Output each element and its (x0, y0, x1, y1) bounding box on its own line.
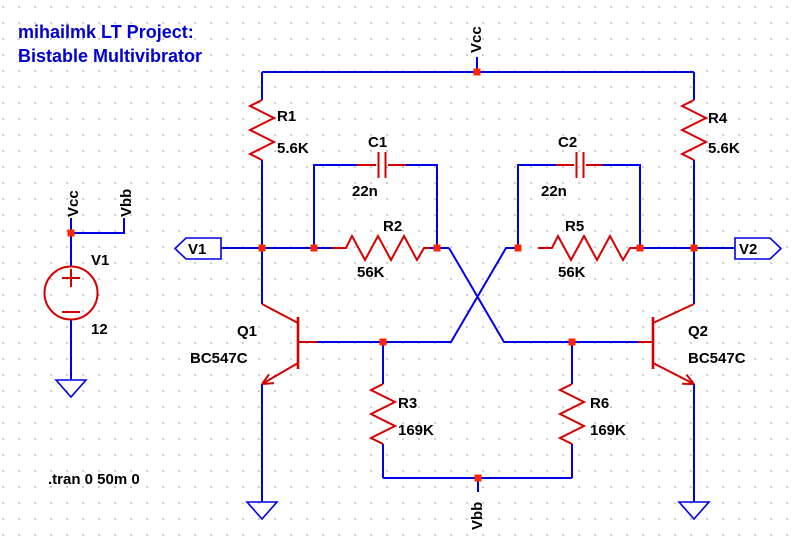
r5-ref[interactable]: R5 (565, 218, 584, 235)
ground-symbol-q1[interactable] (245, 501, 279, 521)
ground-symbol-v1[interactable] (54, 379, 88, 399)
v2-flag-shape[interactable] (734, 237, 783, 260)
q2-value[interactable]: BC547C (688, 350, 746, 367)
r3-value[interactable]: 169K (398, 422, 434, 439)
component-c1[interactable]: C1 22n (352, 134, 406, 200)
r5-resistor-symbol[interactable] (538, 233, 636, 263)
junction-dot (474, 474, 482, 482)
r2-value[interactable]: 56K (357, 264, 385, 281)
r6-resistor-symbol[interactable] (557, 383, 587, 445)
q1-ref[interactable]: Q1 (237, 323, 257, 340)
v1-value[interactable]: 12 (91, 321, 108, 338)
net-label-vcc-top[interactable]: Vcc (468, 26, 485, 53)
component-r3[interactable]: R3 169K (368, 383, 434, 445)
junction-dot (568, 338, 576, 346)
component-v1-source[interactable]: V1 12 (43, 252, 110, 338)
q2-ref[interactable]: Q2 (688, 323, 708, 340)
net-label-vcc-source[interactable]: Vcc (65, 190, 82, 217)
junction-dot (433, 244, 441, 252)
c2-ref[interactable]: C2 (558, 134, 577, 151)
spice-directive[interactable]: .tran 0 50m 0 (48, 471, 140, 488)
v1-flag-shape[interactable] (173, 237, 222, 260)
r6-ref[interactable]: R6 (590, 395, 609, 412)
output-flag-v1[interactable]: V1 (173, 237, 222, 260)
r2-ref[interactable]: R2 (383, 218, 402, 235)
r5-value[interactable]: 56K (558, 264, 586, 281)
r3-ref[interactable]: R3 (398, 395, 417, 412)
component-q2[interactable]: Q2 BC547C (638, 303, 746, 385)
component-c2[interactable]: C2 22n (541, 134, 602, 200)
title-line-2[interactable]: Bistable Multivibrator (18, 46, 202, 66)
junction-dot (690, 244, 698, 252)
r1-ref[interactable]: R1 (277, 108, 296, 125)
r4-resistor-symbol[interactable] (679, 99, 709, 161)
ground-symbol-q2[interactable] (677, 501, 711, 521)
net-label-vbb-bottom[interactable]: Vbb (469, 502, 486, 530)
output-flag-v2[interactable]: V2 (734, 237, 783, 260)
component-q1[interactable]: Q1 BC547C (190, 303, 317, 385)
component-r6[interactable]: R6 169K (557, 383, 626, 445)
v1-plus-icon (62, 269, 80, 287)
c1-capacitor-symbol[interactable] (357, 152, 406, 178)
junction-dot (379, 338, 387, 346)
q2-npn-symbol[interactable] (638, 303, 695, 385)
junction-dot (514, 244, 522, 252)
component-r5[interactable]: R5 56K (538, 218, 636, 281)
r3-resistor-symbol[interactable] (368, 383, 398, 445)
junction-dot (258, 244, 266, 252)
component-r1[interactable]: R1 5.6K (247, 99, 309, 161)
junction-dot (473, 68, 481, 76)
title-line-1[interactable]: mihailmk LT Project: (18, 22, 194, 42)
schematic-title[interactable]: mihailmk LT Project: Bistable Multivibra… (18, 22, 202, 66)
r4-value[interactable]: 5.6K (708, 140, 740, 157)
net-label-vbb-source[interactable]: Vbb (118, 189, 135, 217)
r4-ref[interactable]: R4 (708, 110, 728, 127)
v1-source-circle[interactable] (43, 265, 99, 321)
r1-value[interactable]: 5.6K (277, 140, 309, 157)
c2-capacitor-symbol[interactable] (556, 152, 602, 178)
junction-dot (67, 229, 75, 237)
q1-value[interactable]: BC547C (190, 350, 248, 367)
r6-value[interactable]: 169K (590, 422, 626, 439)
v2-flag-label[interactable]: V2 (739, 241, 757, 258)
r1-resistor-symbol[interactable] (247, 99, 277, 161)
junction-dot (310, 244, 318, 252)
wire-junction-dots (67, 68, 698, 482)
junction-dot (636, 244, 644, 252)
component-r2[interactable]: R2 56K (332, 218, 430, 281)
r2-resistor-symbol[interactable] (332, 233, 430, 263)
q1-npn-symbol[interactable] (261, 303, 317, 385)
v1-ref[interactable]: V1 (91, 252, 109, 269)
c2-value[interactable]: 22n (541, 183, 567, 200)
c1-value[interactable]: 22n (352, 183, 378, 200)
component-r4[interactable]: R4 5.6K (679, 99, 740, 161)
c1-ref[interactable]: C1 (368, 134, 387, 151)
v1-flag-label[interactable]: V1 (188, 241, 206, 258)
